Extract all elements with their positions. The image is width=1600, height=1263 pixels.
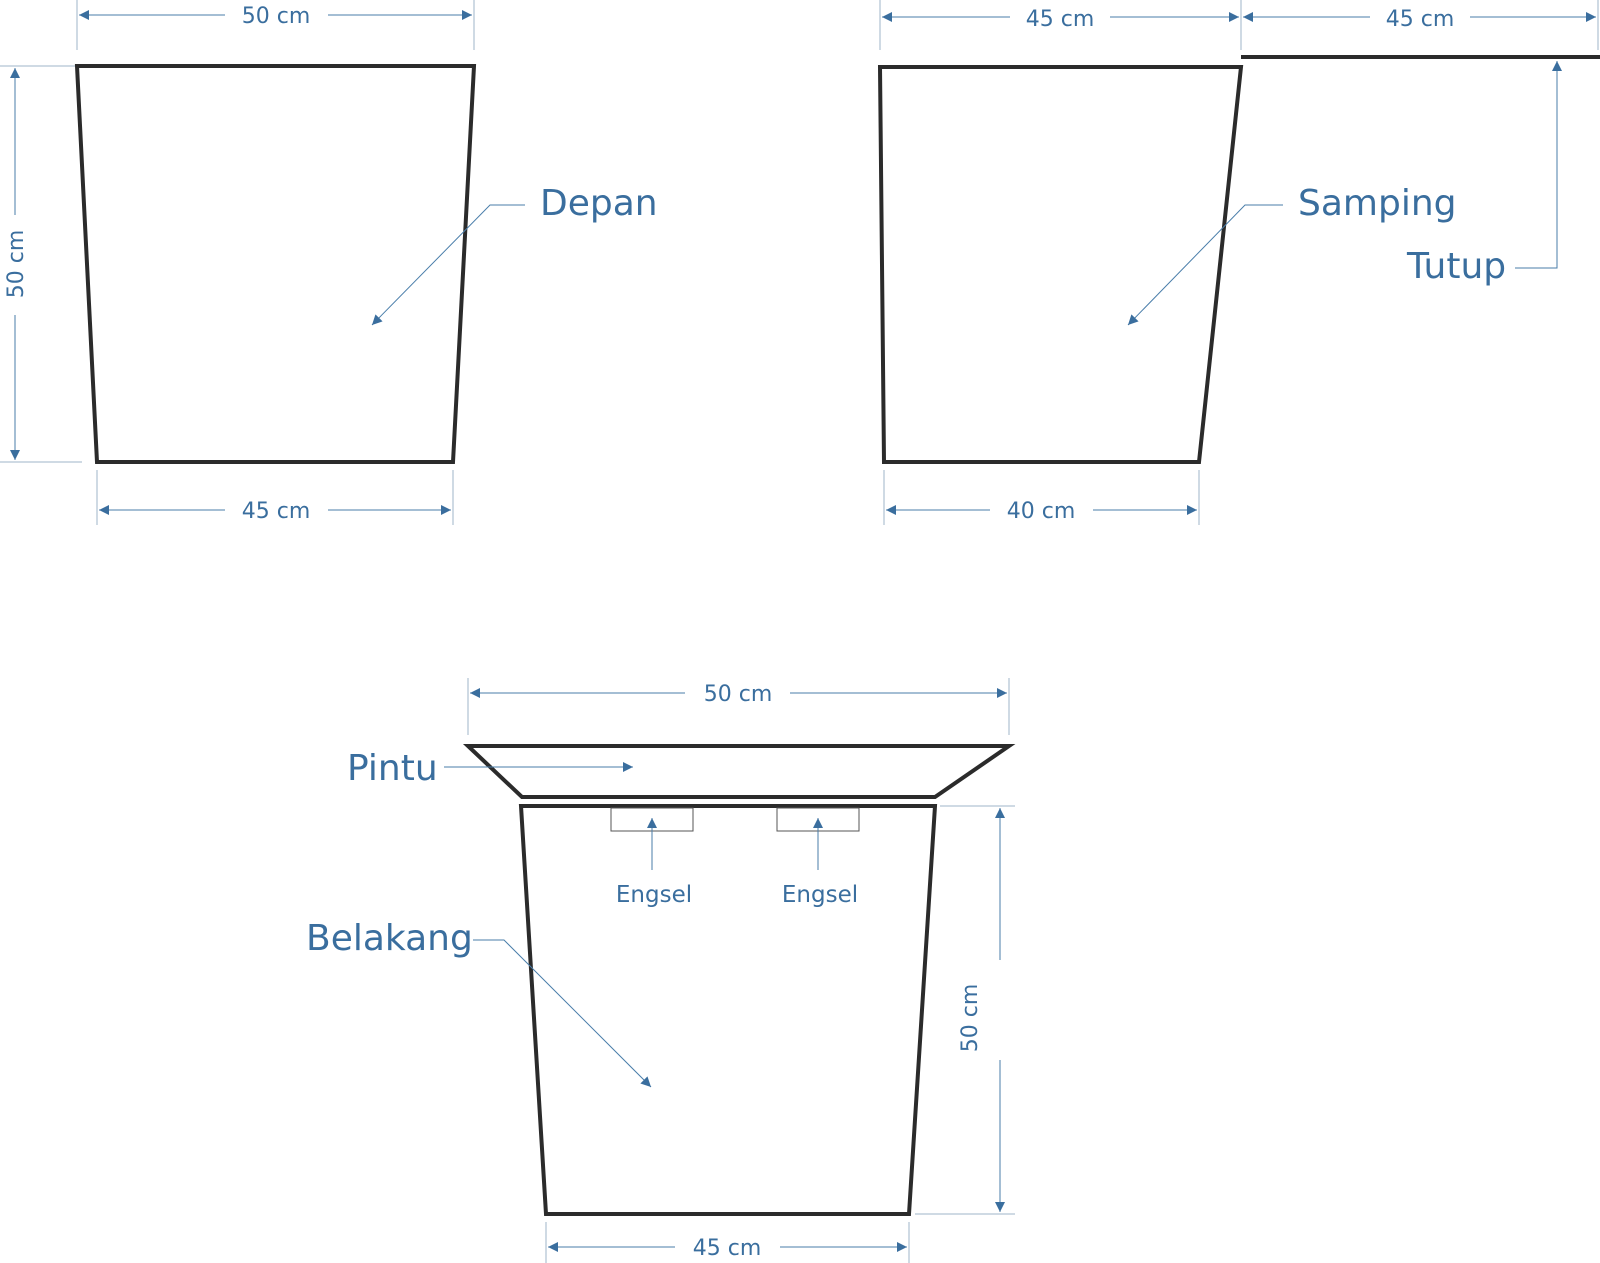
hinge-left-label: Engsel	[616, 882, 692, 908]
front-label-leader	[371, 204, 525, 326]
front-height-label: 50 cm	[4, 230, 29, 299]
door-outline	[462, 744, 1016, 799]
front-bottom-width-label: 45 cm	[242, 499, 311, 524]
side-panel-label: Samping	[1298, 183, 1457, 224]
front-panel-outline	[74, 64, 477, 464]
side-label-leader	[1127, 204, 1283, 326]
lid-drawing: 45 cm Tutup	[1240, 0, 1600, 287]
side-panel-drawing: 45 cm 40 cm Samping	[877, 0, 1457, 525]
hinge-right-label: Engsel	[782, 882, 858, 908]
front-top-width-label: 50 cm	[242, 4, 311, 29]
lid-width-label: 45 cm	[1386, 7, 1455, 32]
side-top-width-label: 45 cm	[1026, 7, 1095, 32]
side-bottom-width-label: 40 cm	[1007, 499, 1076, 524]
back-panel-drawing: Engsel Engsel 50 cm 50 cm 45 cm Pintu Be…	[306, 678, 1016, 1263]
back-height-label: 50 cm	[958, 984, 983, 1053]
side-panel-outline	[877, 65, 1244, 464]
lid-label-leader	[1515, 61, 1562, 269]
lid-label: Tutup	[1406, 246, 1506, 287]
back-top-width-label: 50 cm	[704, 682, 773, 707]
back-panel-label: Belakang	[306, 918, 473, 959]
door-label: Pintu	[347, 748, 438, 789]
back-panel-outline	[518, 804, 938, 1216]
front-panel-label: Depan	[540, 183, 658, 224]
back-bottom-width-label: 45 cm	[693, 1236, 762, 1261]
front-panel-drawing: 50 cm 50 cm 45 cm Depan	[0, 0, 658, 525]
back-label-leader	[473, 939, 652, 1088]
